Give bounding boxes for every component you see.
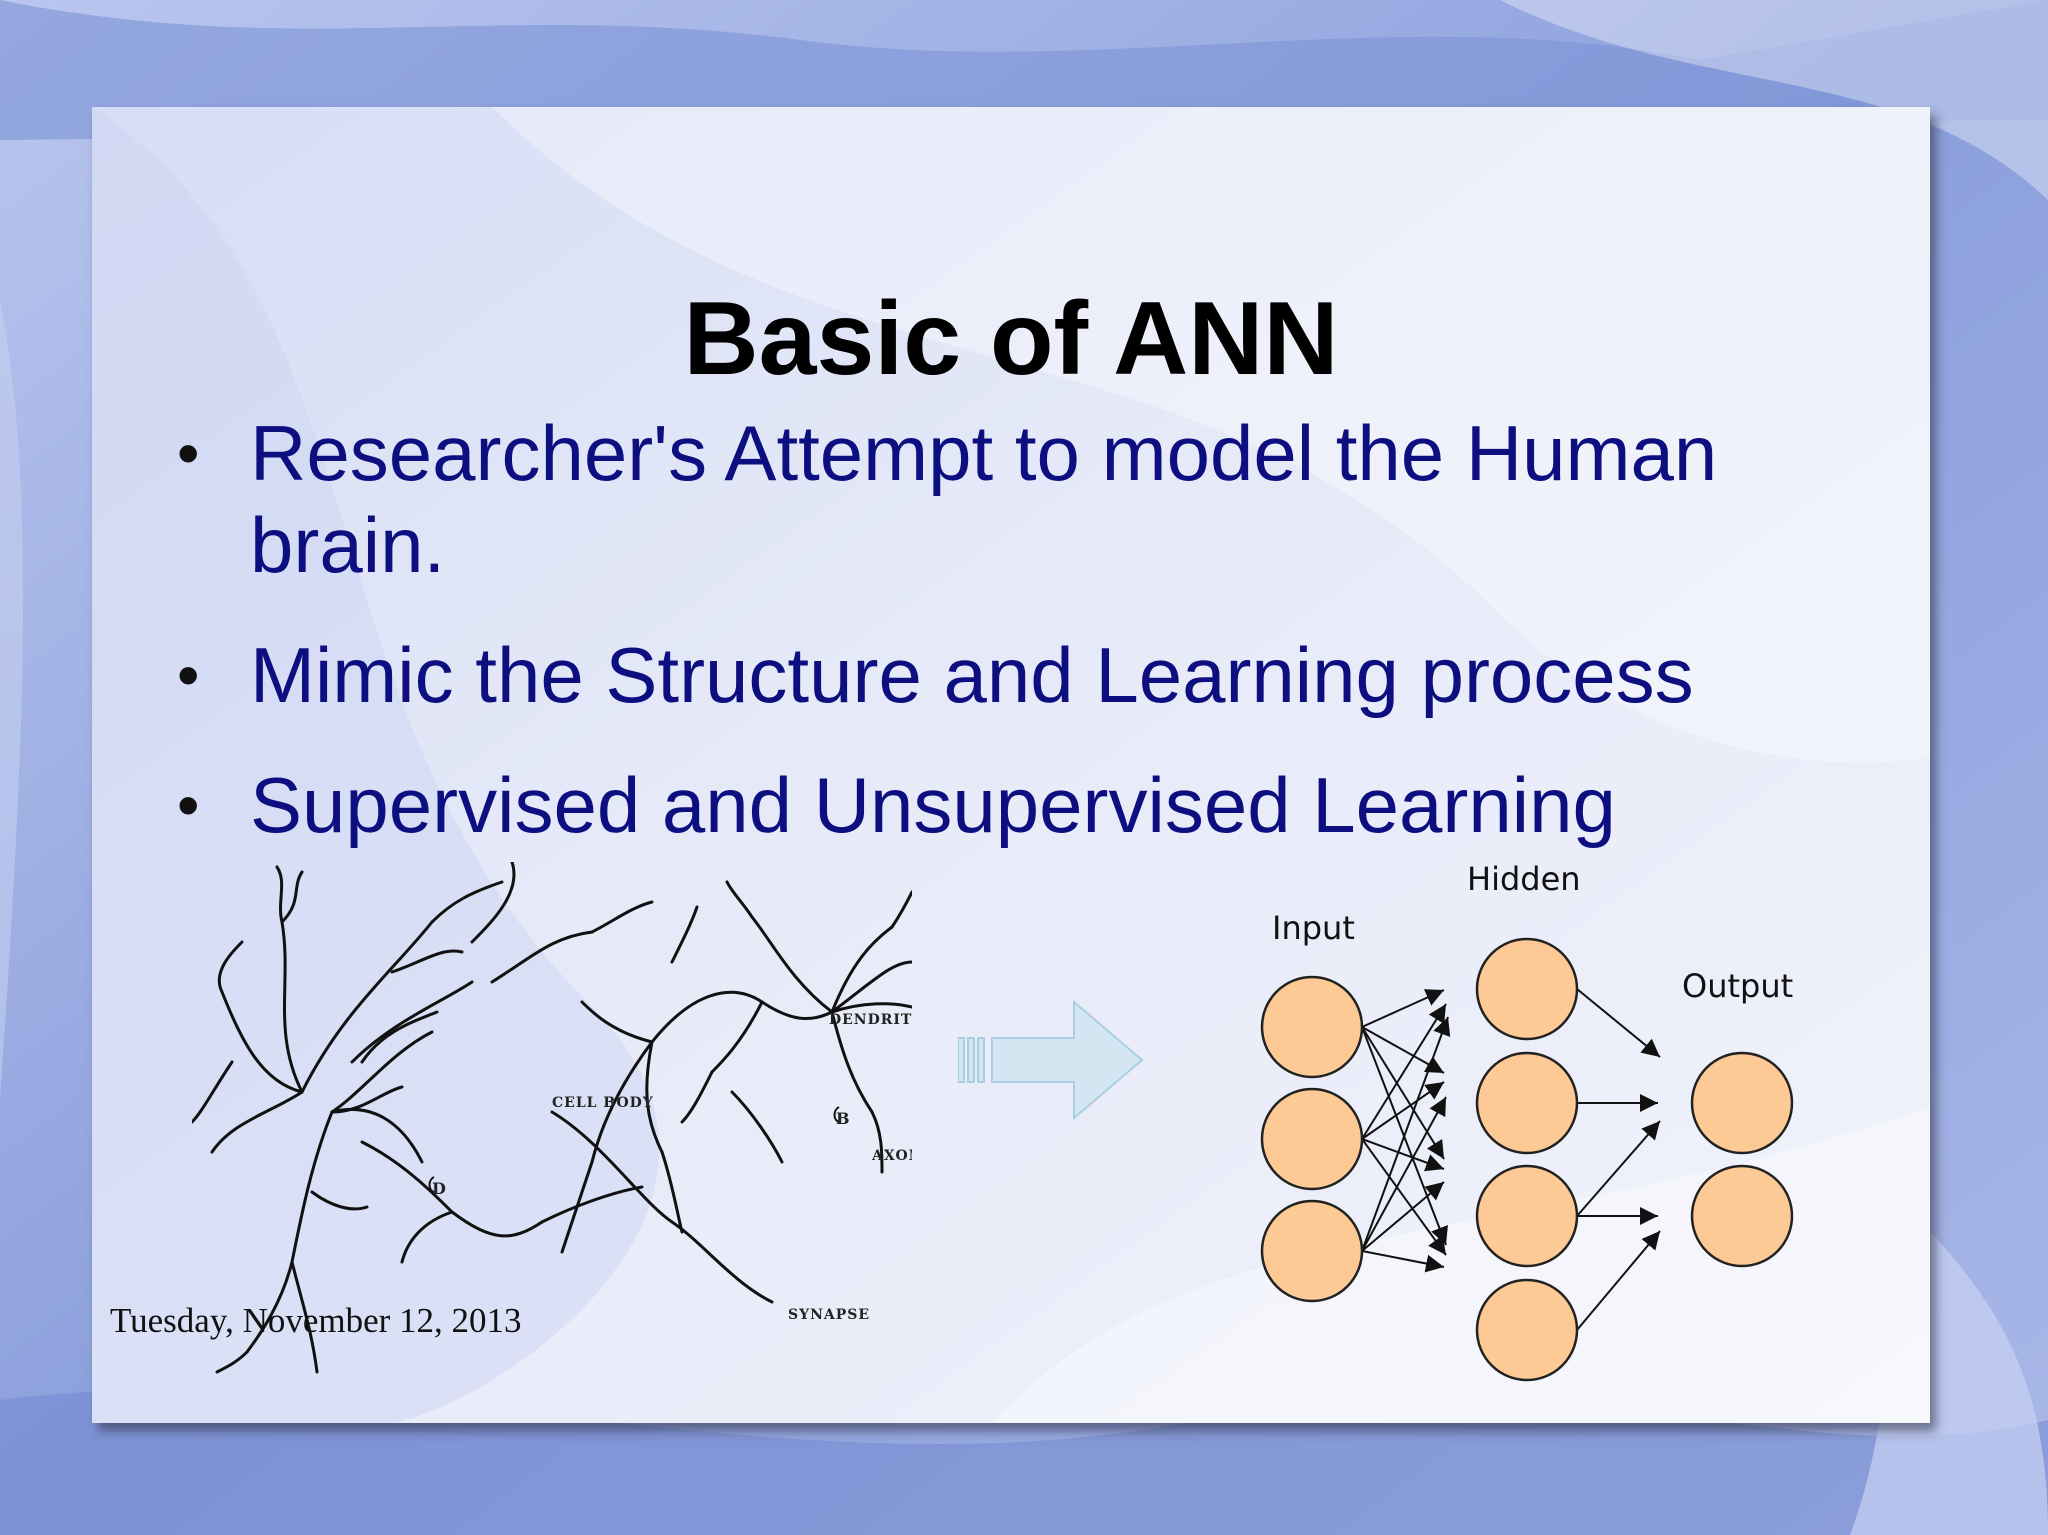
bullet-text: Mimic the Structure and Learning process [250, 631, 1694, 719]
bullet-glyph: • [177, 769, 200, 841]
label-input: Input [1272, 909, 1355, 947]
input-node [1260, 1087, 1364, 1191]
label-cell-body: CELL BODY [552, 1095, 654, 1111]
neuron-diagram: DENDRITES CELL BODY AXON SYNAPSE D B [192, 862, 912, 1374]
label-hidden: Hidden [1467, 860, 1581, 898]
input-node [1260, 975, 1364, 1079]
hidden-node [1475, 1164, 1579, 1268]
bullet-glyph: • [177, 639, 200, 711]
output-node [1690, 1051, 1794, 1155]
hidden-node [1475, 937, 1579, 1041]
slide-panel: Basic of ANN • Researcher's Attempt to m… [92, 107, 1930, 1423]
label-b: B [836, 1109, 851, 1128]
label-output: Output [1682, 967, 1793, 1005]
label-d: D [432, 1179, 447, 1198]
bullet-text: Supervised and Unsupervised Learning [250, 761, 1616, 849]
slide-panel-background [92, 107, 1930, 1423]
label-synapse: SYNAPSE [788, 1307, 870, 1323]
bullet-text: Researcher's Attempt to model the Human … [250, 409, 1718, 589]
bullet-glyph: • [177, 417, 200, 489]
hidden-node [1475, 1278, 1579, 1382]
right-arrow-icon [958, 1000, 1144, 1120]
label-dendrites: DENDRITES [829, 1012, 912, 1028]
label-axon: AXON [871, 1148, 912, 1164]
neural-network-diagram: Input Hidden Output [1260, 860, 1794, 1382]
slide-date: Tuesday, November 12, 2013 [110, 1301, 522, 1340]
input-node [1260, 1199, 1364, 1303]
output-node [1690, 1164, 1794, 1268]
slide-title: Basic of ANN [683, 281, 1339, 397]
hidden-node [1475, 1051, 1579, 1155]
